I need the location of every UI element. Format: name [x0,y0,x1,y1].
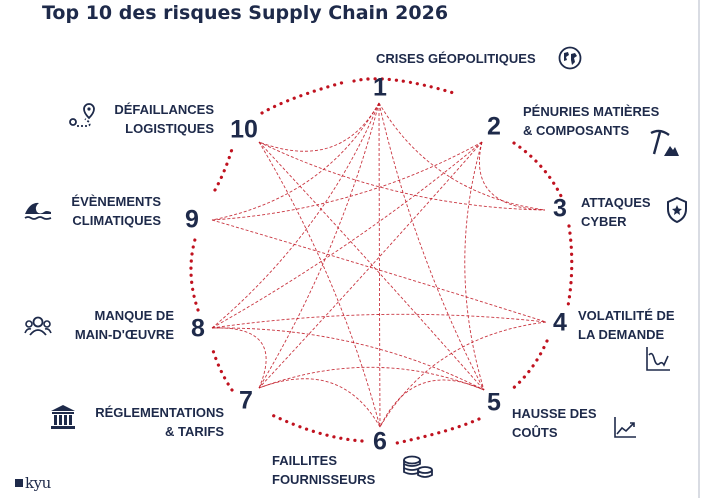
risk-number-7: 7 [239,386,253,415]
risk-label-4: VOLATILITÉ DE LA DEMANDE [578,308,675,342]
connection-4-6 [379,321,547,428]
connection-lines [211,102,547,428]
risk-label-10: DÉFAILLANCES LOGISTIQUES [114,102,214,136]
connection-1-6 [378,102,381,428]
connection-5-6 [379,379,485,428]
connection-1-8 [211,102,380,329]
connection-10-6 [258,141,381,428]
wave-icon [24,202,52,220]
shield-icon [667,196,687,224]
connection-8-5 [211,327,485,391]
risk-number-3: 3 [553,194,567,223]
outer-dotted-arc [512,141,563,198]
logo-mark [15,479,23,487]
connection-2-8 [211,141,483,329]
connection-7-8 [211,327,267,389]
connection-8-4 [211,313,547,329]
outer-dotted-arc [566,224,574,308]
courthouse-icon [51,405,75,429]
risk-number-4: 4 [553,308,567,337]
risk-label-8: MANQUE DE MAIN-D'ŒUVRE [74,308,174,342]
risk-label-7: RÉGLEMENTATIONS & TARIFS [95,405,224,439]
risk-label-9: ÉVÈNEMENTS CLIMATIQUES [71,194,161,228]
logo-text: kyu [25,474,51,492]
connection-1-3 [378,102,546,211]
edge-divider [698,0,700,498]
connection-1-9 [211,102,380,221]
risk-number-10: 10 [230,115,258,144]
connection-2-9 [211,141,483,221]
connection-1-5 [378,102,485,391]
page-title: Top 10 des risques Supply Chain 2026 [42,2,449,24]
connection-1-10 [258,102,380,152]
trend-up-chart-icon [614,417,636,438]
connection-2-7 [258,141,483,389]
coins-icon [403,455,433,478]
outer-dotted-arc [213,147,234,192]
connection-7-5 [258,366,485,391]
outer-dotted-arc [189,234,200,312]
connection-10-5 [258,141,485,391]
risk-label-6: FAILLITES FOURNISSEURS [272,453,376,487]
outer-dotted-arc [352,77,459,96]
outer-dotted-arc [268,412,364,443]
connection-9-4 [211,219,547,323]
outer-dotted-arc [509,339,549,392]
risk-label-2: PÉNURIES MATIÈRES & COMPOSANTS [523,104,660,138]
connection-1-7 [258,102,380,389]
risk-number-2: 2 [487,112,501,141]
risk-number-1: 1 [373,73,387,102]
brand-logo: kyu [15,474,51,492]
risk-number-6: 6 [373,427,387,456]
people-icon [24,316,52,336]
connection-6-7 [258,378,381,428]
outer-dotted-arc [395,417,481,445]
risk-label-1: CRISES GÉOPOLITIQUES [376,51,536,66]
risk-number-5: 5 [487,388,501,417]
risk-number-9: 9 [185,205,199,234]
connection-10-3 [258,141,546,211]
connection-2-5 [464,141,485,391]
outer-arcs [189,77,574,445]
outer-dotted-arc [260,80,347,115]
pickaxe-icon [650,129,679,156]
volatility-chart-icon [646,347,670,371]
risk-label-3: ATTAQUES CYBER [581,195,651,229]
risk-label-5: HAUSSE DES COÛTS [512,406,597,440]
risk-number-8: 8 [191,314,205,343]
outer-dotted-arc [210,345,234,392]
connection-2-3 [478,141,546,211]
globe-icon [558,46,582,70]
route-pin-icon [69,103,95,127]
